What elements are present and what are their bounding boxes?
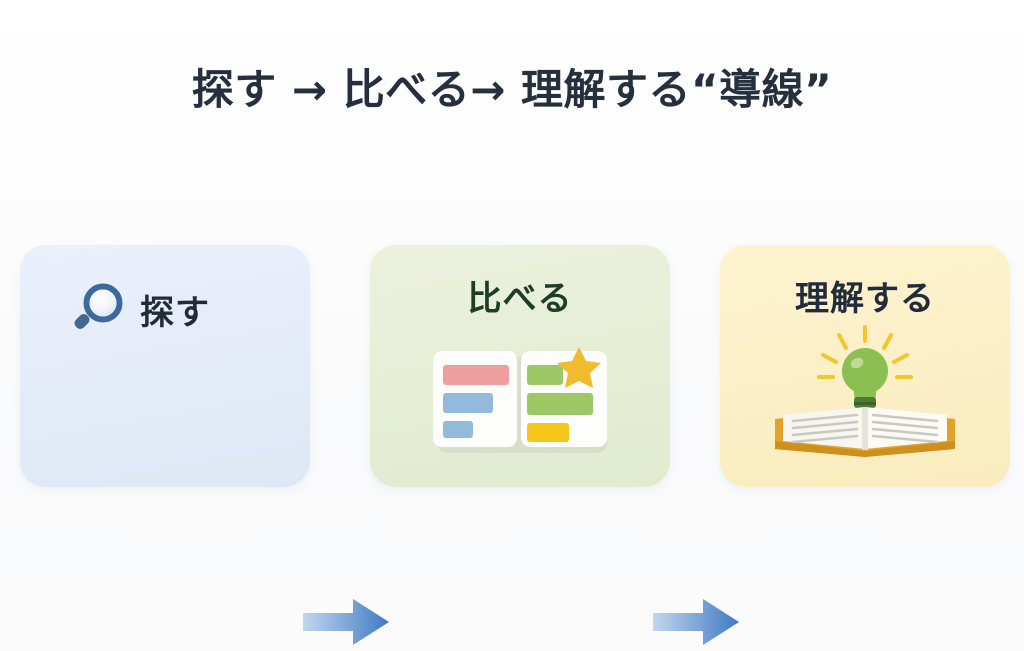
step-label-compare: 比べる xyxy=(467,279,573,319)
step-header-search: 探す xyxy=(20,281,310,337)
step-label-understand: 理解する xyxy=(795,279,935,319)
step-label-search: 探す xyxy=(140,292,210,333)
flow-diagram: 探す 比べる xyxy=(0,245,1024,645)
icon-slot-compare xyxy=(370,341,670,461)
icon-slot-understand xyxy=(720,323,1010,467)
arrow-compare-to-understand xyxy=(653,597,739,647)
comparison-table-icon xyxy=(427,341,613,461)
step-card-search[interactable]: 探す xyxy=(20,245,310,487)
step-card-compare[interactable]: 比べる xyxy=(370,245,670,487)
open-book-lightbulb-icon xyxy=(765,323,965,467)
arrow-search-to-compare xyxy=(303,597,389,647)
magnifier-icon xyxy=(70,281,126,337)
step-header-compare: 比べる xyxy=(370,271,670,320)
page-title: 探す → 比べる→ 理解する“導線” xyxy=(191,65,833,114)
step-header-understand: 理解する xyxy=(720,271,1010,320)
step-card-understand[interactable]: 理解する xyxy=(720,245,1010,487)
